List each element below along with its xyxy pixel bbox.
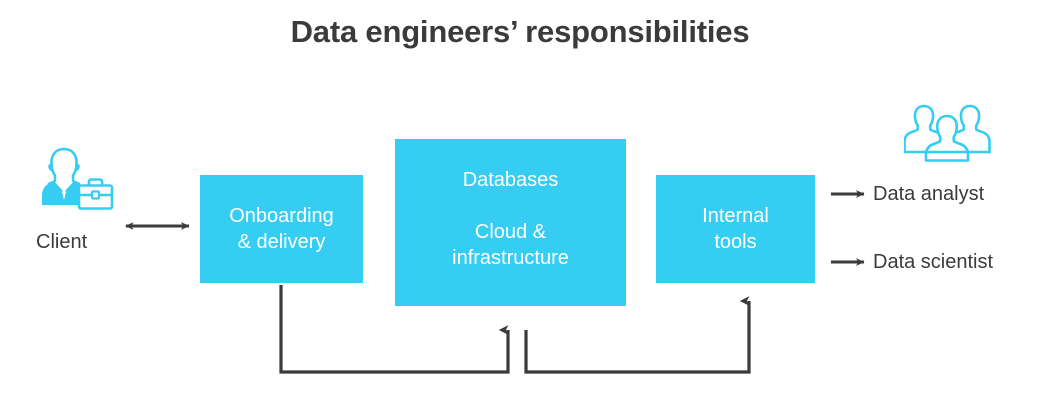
node-onboarding-delivery[interactable]: Onboarding & delivery xyxy=(200,175,363,283)
label-client: Client xyxy=(36,231,88,253)
connector-central-to-internal-tools xyxy=(524,296,751,374)
group-of-people-icon xyxy=(903,100,994,167)
node-central-infrastructure: infrastructure xyxy=(452,247,569,269)
node-onboarding-line2: & delivery xyxy=(237,231,326,253)
node-databases-cloud-infrastructure[interactable]: Databases Cloud & infrastructure xyxy=(395,139,626,306)
node-internal-line2: tools xyxy=(714,231,757,253)
page-title: Data engineers’ responsibilities xyxy=(290,14,750,49)
node-onboarding-line1: Onboarding xyxy=(229,205,334,227)
node-internal-line1: Internal xyxy=(702,205,769,227)
node-internal-tools[interactable]: Internal tools xyxy=(656,175,815,283)
label-data-analyst: Data analyst xyxy=(873,183,985,205)
node-central-databases: Databases xyxy=(462,169,559,191)
person-with-briefcase-icon xyxy=(42,145,118,222)
label-data-scientist: Data scientist xyxy=(873,251,994,273)
node-central-cloud: Cloud & xyxy=(474,221,547,243)
